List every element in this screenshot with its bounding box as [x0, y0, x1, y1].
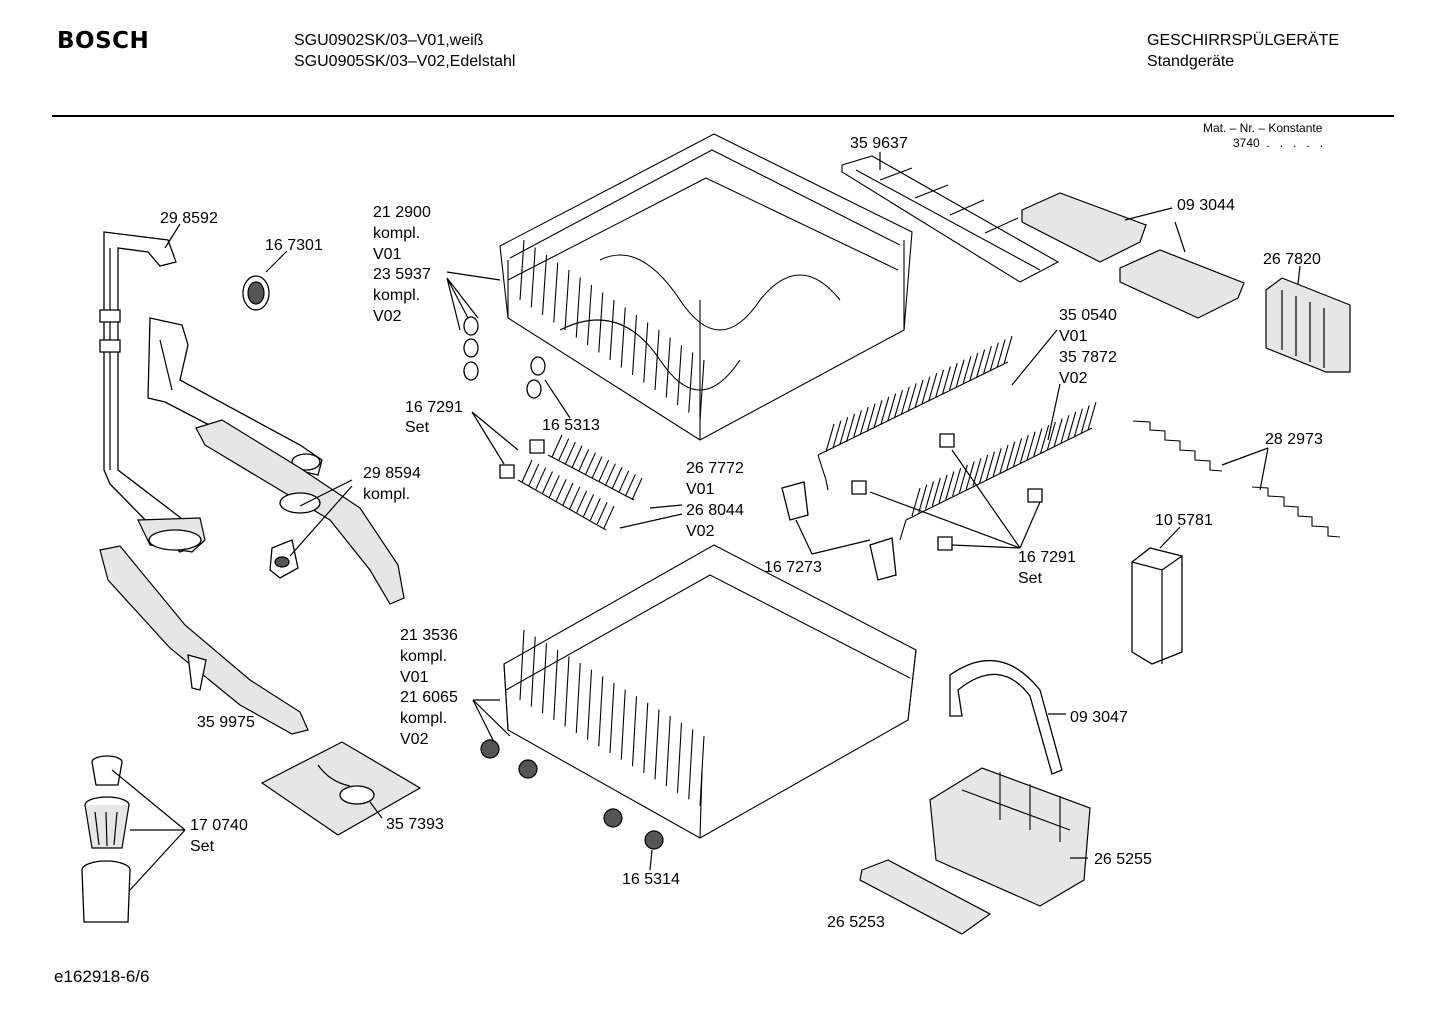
- small-grid-drawing: [860, 860, 990, 934]
- cutlery-box-drawing: [1132, 548, 1182, 664]
- label-16-7301: 16 7301: [265, 237, 323, 254]
- label-16-7291-set-b: 16 7291 Set: [1018, 549, 1076, 587]
- filter-set-drawing: [82, 756, 130, 922]
- label-26-7772-block: 26 7772 V01 26 8044 V02: [686, 460, 744, 540]
- label-35-7393: 35 7393: [386, 816, 444, 833]
- tine-clips-drawing: [500, 434, 1042, 550]
- upper-spray-arm-drawing: [196, 420, 404, 604]
- fold-down-tines-drawing: [818, 336, 1096, 540]
- upper-basket-drawing: [500, 134, 912, 440]
- diagram-id: e162918-6/6: [54, 967, 150, 986]
- label-16-7273: 16 7273: [764, 559, 822, 576]
- step-clips-drawing: [1133, 421, 1340, 537]
- model-line-2: SGU0905SK/03–V02,Edelstahl: [294, 53, 516, 70]
- label-26-7820: 26 7820: [1263, 251, 1321, 268]
- label-17-0740-block: 17 0740 Set: [190, 817, 248, 855]
- lower-basket-drawing: [504, 545, 916, 838]
- label-35-9975: 35 9975: [197, 714, 255, 731]
- label-09-3044: 09 3044: [1177, 197, 1235, 214]
- label-35-9637: 35 9637: [850, 135, 908, 152]
- lower-basket-wheels-drawing: [481, 740, 663, 849]
- category-line-1: GESCHIRRSPÜLGERÄTE: [1147, 32, 1340, 49]
- holder-clips-drawing: [782, 482, 896, 580]
- label-10-5781: 10 5781: [1155, 512, 1213, 529]
- lower-spray-arm-drawing: [100, 546, 308, 734]
- label-21-3536-block: 21 3536 kompl. V01 21 6065 kompl. V02: [400, 627, 458, 748]
- label-26-5255: 26 5255: [1094, 851, 1152, 868]
- header-divider: [52, 115, 1394, 117]
- label-26-5253: 26 5253: [827, 914, 885, 931]
- category-line-2: Standgeräte: [1147, 53, 1235, 70]
- model-line-1: SGU0902SK/03–V01,weiß: [294, 32, 484, 49]
- label-28-2973: 28 2973: [1265, 431, 1323, 448]
- filter-plate-drawing: [262, 742, 420, 835]
- cutlery-basket-drawing: [930, 768, 1090, 906]
- label-29-8594-block: 29 8594 kompl.: [363, 465, 421, 503]
- leader-lines: [112, 152, 1300, 890]
- label-29-8592: 29 8592: [160, 210, 218, 227]
- upper-basket-wheels-drawing: [464, 317, 545, 398]
- label-09-3047: 09 3047: [1070, 709, 1128, 726]
- cup-shelf-rack-drawing: [842, 156, 1058, 282]
- vent-cap-drawing: [243, 276, 269, 310]
- cup-shelf-grids-drawing: [1022, 193, 1244, 318]
- label-16-5313: 16 5313: [542, 417, 600, 434]
- label-16-7291-set-a: 16 7291 Set: [405, 399, 463, 436]
- label-35-0540-block: 35 0540 V01 35 7872 V02: [1059, 307, 1117, 387]
- small-tine-rack-drawing: [518, 435, 642, 530]
- brand-logo: BOSCH: [57, 28, 150, 54]
- material-number-value: 3740 . . . . .: [1233, 136, 1324, 150]
- basket-handle-drawing: [950, 661, 1062, 774]
- label-21-2900-block: 21 2900 kompl. V01 23 5937 kompl. V02: [373, 204, 431, 325]
- spray-tube-assembly-drawing: [100, 232, 322, 552]
- cutlery-insert-drawing: [1266, 278, 1350, 372]
- label-16-5314: 16 5314: [622, 871, 680, 888]
- material-number-label: Mat. – Nr. – Konstante: [1203, 121, 1323, 135]
